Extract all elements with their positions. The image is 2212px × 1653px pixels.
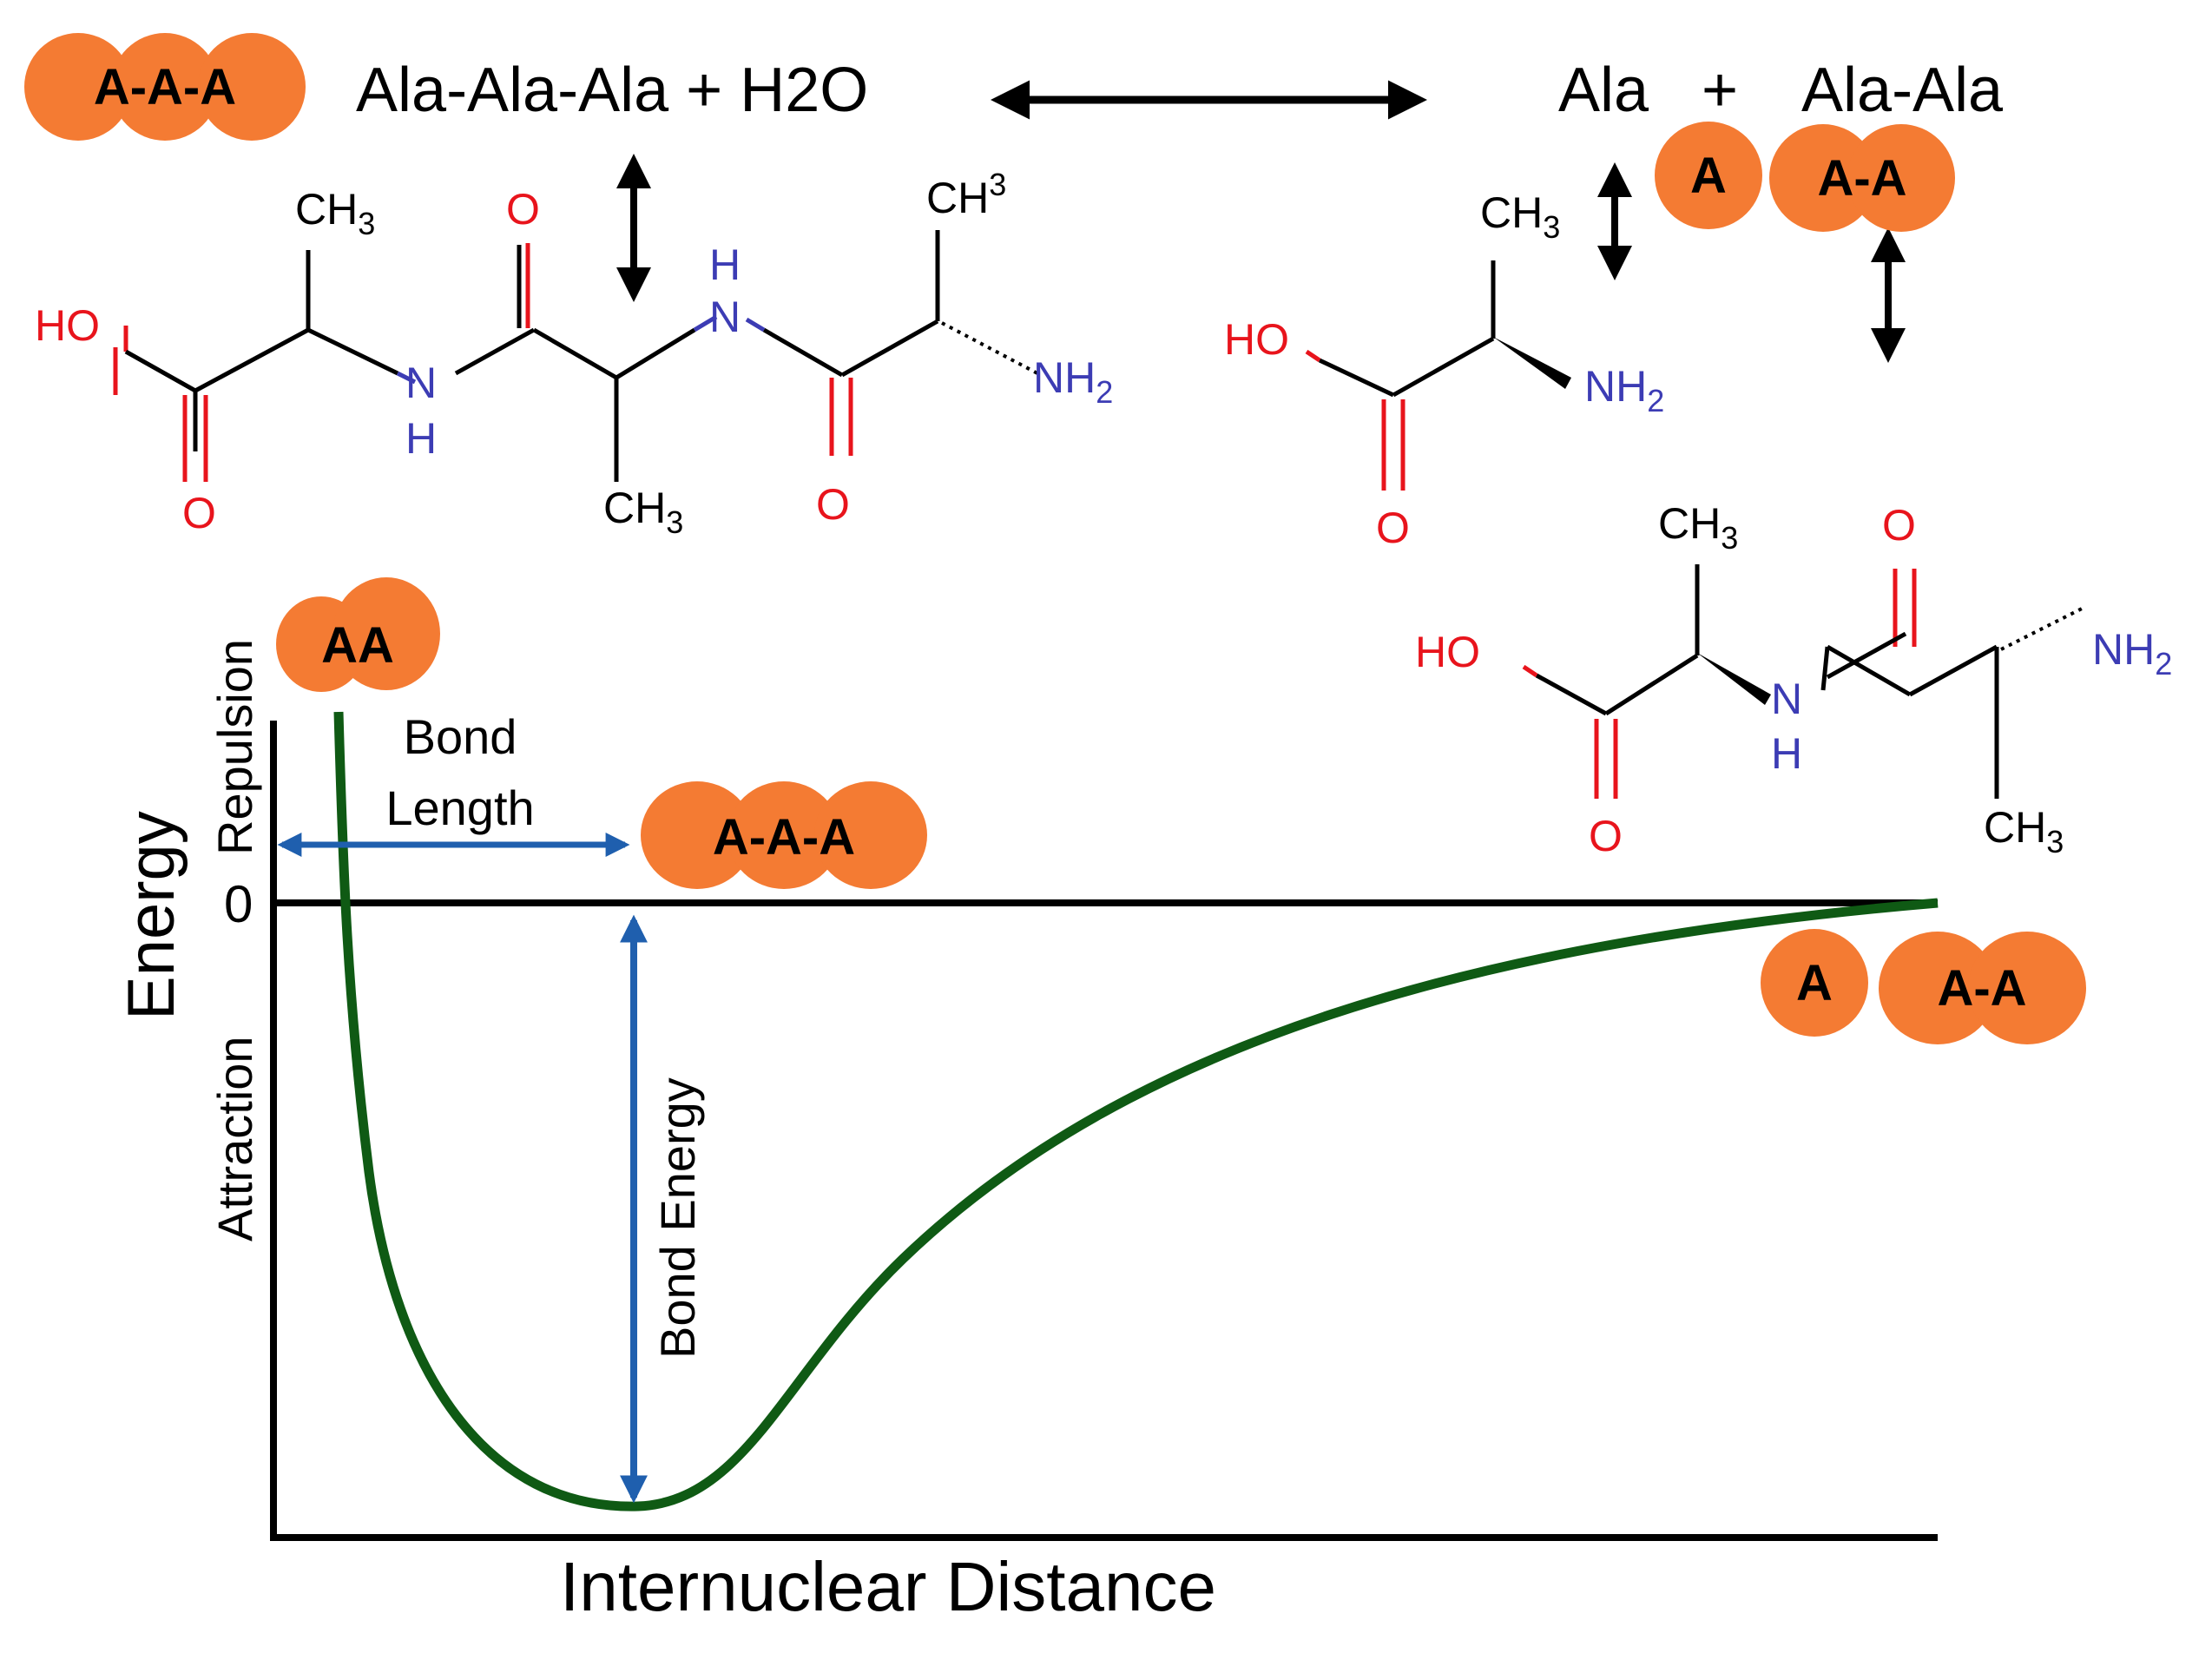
alanine-ch3: CH3 [1480, 188, 1560, 245]
alanine-ho: HO [1224, 315, 1289, 364]
tripeptide-h-1: H [405, 414, 437, 463]
badge-a-top: A [1655, 122, 1762, 229]
tripeptide-structure: HO O O O N H H N CH3 CH3 CH3 NH2 [35, 167, 1113, 540]
badge-a-graph: A [1761, 929, 1868, 1037]
dipeptide-ch3-1: CH3 [1658, 499, 1738, 556]
badge-aa-graph: A-A [1879, 932, 2086, 1044]
dipeptide-wedge-bond [1697, 653, 1771, 705]
bond-energy-label: Bond Energy [650, 1077, 705, 1359]
alanine-wedge-bond [1493, 337, 1571, 389]
tripeptide-o-3: O [816, 480, 850, 529]
tripeptide-n-1: N [405, 359, 437, 407]
x-axis-title: Internuclear Distance [560, 1548, 1216, 1625]
attraction-label: Attraction [207, 1036, 262, 1241]
badge-a-graph-label: A [1796, 955, 1833, 1011]
tripeptide-nh2: NH2 [1033, 353, 1113, 410]
alanine-structure: HO O CH3 NH2 [1224, 188, 1664, 552]
dipeptide-o-2: O [1882, 501, 1916, 550]
tripeptide-ch3-2: CH3 [603, 484, 683, 540]
badge-aa-top-label: A-A [1817, 150, 1906, 207]
dipeptide-h: H [1771, 729, 1802, 778]
zero-tick-label: 0 [224, 875, 253, 933]
badge-aa-top: A-A [1769, 124, 1955, 232]
equation-ala-text: Ala [1558, 56, 1649, 125]
tripeptide-ch3-1: CH3 [295, 185, 375, 241]
equation-plus-text: + [1702, 56, 1738, 125]
equation-left-text: Ala-Ala-Ala + H2O [356, 56, 868, 125]
energy-graph: Bond Length Bond Energy Energy Repulsion… [115, 577, 2086, 1625]
dipeptide-nh2: NH2 [2092, 625, 2172, 682]
y-axis-title: Energy [115, 811, 188, 1020]
badge-aaa-graph: A-A-A [641, 781, 927, 889]
badge-aaa-top: A-A-A [24, 33, 306, 141]
tripeptide-o-1: O [182, 489, 216, 537]
tripeptide-ho: HO [35, 301, 100, 350]
equation-ala-ala-text: Ala-Ala [1801, 56, 2004, 125]
badge-aa-graph-label: A-A [1937, 960, 2026, 1017]
badge-aa-adjacent-label: AA [321, 617, 394, 674]
potential-energy-curve [333, 711, 1939, 1511]
dipeptide-ho: HO [1415, 628, 1480, 676]
tripeptide-h-2: H [709, 240, 741, 289]
badge-aaa-top-label: A-A-A [94, 59, 236, 115]
dipeptide-structure: HO O O N H CH3 CH3 NH2 [1415, 499, 2172, 860]
tripeptide-o-2: O [506, 185, 540, 234]
badge-a-top-label: A [1690, 148, 1727, 204]
repulsion-label: Repulsion [207, 639, 262, 855]
dipeptide-n: N [1771, 675, 1802, 723]
dipeptide-o-1: O [1589, 812, 1623, 860]
bond-length-label-1: Bond [404, 709, 517, 764]
badge-aa-adjacent: AA [276, 577, 440, 692]
alanine-o: O [1376, 504, 1410, 552]
badge-aaa-graph-label: A-A-A [713, 809, 855, 866]
alanine-nh2: NH2 [1584, 362, 1664, 418]
tripeptide-ch3-3: CH3 [926, 167, 1006, 222]
bond-length-label-2: Length [385, 780, 534, 835]
tripeptide-n-2: N [709, 293, 741, 341]
dipeptide-ch3-2: CH3 [1984, 803, 2064, 859]
